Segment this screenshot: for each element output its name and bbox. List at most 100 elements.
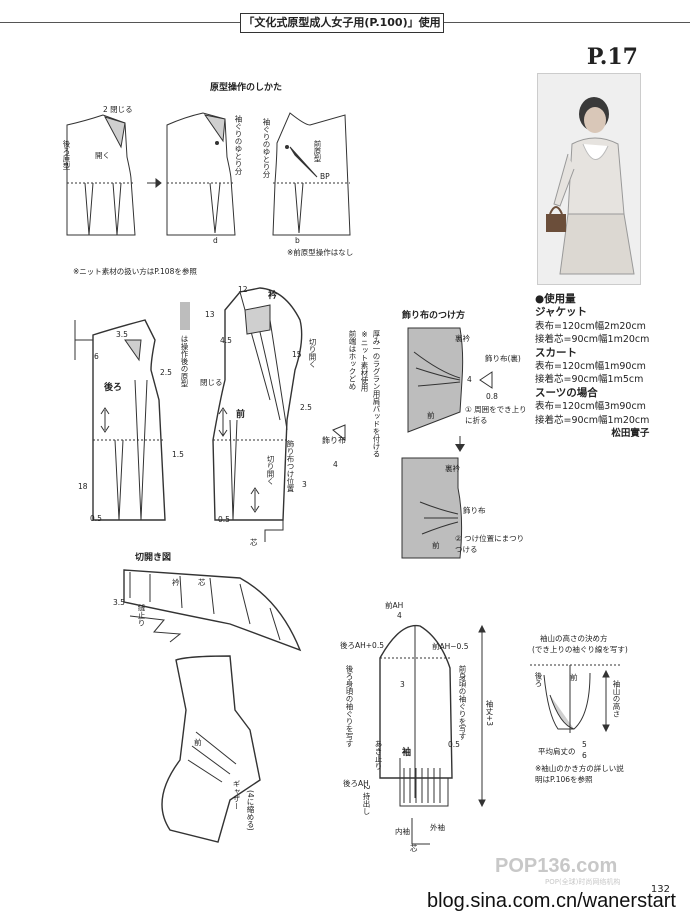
d4-to4: (4に縮める) [246, 790, 255, 831]
materials-j1: 表布=120cm幅2m20cm [535, 320, 646, 332]
legend-swatch [180, 302, 190, 330]
d3-front: 前 [427, 411, 435, 420]
d3-dim1: 4 [467, 375, 472, 384]
d1-d: d [213, 236, 218, 245]
diagram4-title: 切開き図 [135, 553, 172, 563]
model-photo [537, 73, 641, 285]
d2-back: 後ろ [104, 383, 123, 393]
d2-legend-text: は操作後の原型 [180, 335, 189, 388]
diagram1-title: 原型操作のしかた [210, 83, 283, 93]
d4-front: 前 [194, 738, 202, 747]
d4-gather: ギャザー [232, 780, 241, 810]
d4-dim: 3.5 [113, 598, 125, 607]
d1-front-proto: 前原型 [313, 140, 322, 163]
materials-jacket: ジャケット [535, 306, 587, 319]
d4-interfacing: 芯 [198, 578, 206, 587]
materials-s2: 接着芯=90cm幅1m5cm [535, 374, 644, 386]
d2-dim-c2: 2.5 [300, 403, 312, 412]
d2-front: 前 [236, 410, 246, 420]
d3-front-2: 前 [432, 541, 440, 550]
d1-armhole-ease-2: 袖ぐりのゆとり分 [262, 118, 271, 178]
d2-dim-f2: 0.5 [218, 515, 230, 524]
d5-back-ah: 後ろAH+0.5 [340, 641, 384, 650]
diagram3-title: 飾り布のつけ方 [402, 311, 466, 321]
footer-page-number: 132 [650, 884, 670, 895]
materials-heading: ●使用量 [535, 293, 576, 305]
d6-back: 後ろ [534, 672, 543, 687]
d2-interfacing: 芯 [250, 538, 258, 547]
materials-u1: 表布=120cm幅3m90cm [535, 401, 646, 413]
d3-deco-back: 飾り布(裏) [485, 354, 521, 363]
d6-frac-den: 6 [582, 751, 587, 760]
d1-b: b [295, 236, 300, 245]
materials-list: ●使用量 ジャケット 表布=120cm幅2m20cm 接着芯=90cm幅1m20… [535, 293, 649, 440]
d2-collar: 衿 [268, 291, 278, 301]
d1-close: 2 閉じる [103, 105, 133, 114]
d2-cut-open: 切り開く [308, 338, 317, 368]
materials-j2: 接着芯=90cm幅1m20cm [535, 334, 650, 346]
d3-facing: 裏衿 [455, 334, 470, 343]
d2-seam-note2: ※ニット素材使用 [360, 330, 369, 392]
d5-star-num: 前AH [385, 601, 404, 610]
d2-dim-a: 3.5 [116, 330, 128, 339]
diagram6-cap [530, 664, 620, 733]
d2-dim-n: 4 [333, 460, 338, 469]
materials-suit: スーツの場合 [535, 386, 598, 399]
diagram6-title: 袖山の高さの決め方 [540, 634, 608, 643]
d2-legend: は操作後の原型 [180, 335, 190, 390]
d3-deco: 飾り布 [463, 506, 486, 515]
footer-url: blog.sina.com.cn/wanerstart [426, 890, 676, 912]
d6-ref: ※袖山のかき方の詳しい説明はP.106を参照 [535, 764, 624, 784]
d2-seam-note1: 厚み一のラグラン用肩パッドを付ける [372, 330, 381, 458]
d5-v: 0.5 [448, 740, 460, 749]
d2-dim-m: 3 [302, 480, 307, 489]
diagram4-pattern [123, 569, 302, 843]
materials-s1: 表布=120cm幅1m90cm [535, 361, 646, 373]
d2-cut-open-2: 切り開く [266, 455, 275, 485]
d3-dim2: 0.8 [486, 392, 498, 401]
diagram1-pattern [66, 112, 351, 236]
d5-back-ah2: 後ろAH [343, 779, 369, 788]
d2-close: 閉じる [200, 378, 223, 387]
d4-collar: 衿 [172, 578, 180, 587]
d6-front: 前 [570, 673, 578, 682]
page-title: 「文化式原型成人女子用(P.100)」使用 [240, 13, 444, 33]
d4-seam: 縫止り [137, 604, 146, 627]
d2-dim-d: 1.5 [172, 450, 184, 459]
d1-armhole-ease: 袖ぐりのゆとり分 [234, 115, 243, 175]
d5-three: 3 [400, 680, 405, 689]
d5-front-ah: 前AH−0.5 [432, 642, 469, 651]
diagram2-pattern [74, 287, 346, 542]
author-name: 松田實子 [611, 428, 650, 440]
diagram6-subtitle: (でき上りの袖ぐり線を写す) [532, 645, 628, 654]
d5-under: 内袖 [395, 827, 410, 836]
d5-sleeve: 袖 [402, 748, 412, 758]
d2-dim-h: 12 [238, 285, 248, 294]
d5-outer: 外袖 [430, 823, 445, 832]
d2-dim-c: 2.5 [160, 368, 172, 377]
d2-dim-e: 18 [78, 482, 88, 491]
d1-back-proto: 後ろ原型 [62, 140, 71, 170]
d1-knit-note: ※ニット素材の扱い方はP.108を参照 [73, 267, 197, 276]
watermark-brand: POP136.com [495, 855, 618, 877]
d3-step1: ① 周囲をでき上りに折る [465, 405, 527, 425]
d5-fold: 2 持出し [362, 785, 371, 815]
d2-dim-j: 4.5 [220, 336, 232, 345]
d5-star-den: 4 [397, 611, 402, 620]
d1-b-note: ※前原型操作はなし [287, 248, 354, 257]
watermark-sub: POP(全球)时尚网络机构 [545, 878, 621, 886]
d2-dim-b: 6 [94, 352, 99, 361]
d6-avg: 平均肩丈の [538, 747, 576, 756]
d5-front-arm-note: 前身頃の袖ぐりを写す [458, 665, 467, 740]
page-number: P.17 [586, 44, 638, 70]
d1-bp: BP [320, 172, 330, 181]
diagram5-sleeve [379, 624, 486, 845]
materials-u2: 接着芯=90cm幅1m20cm [535, 414, 650, 426]
d2-seam-note3: 前端はホックどめ [348, 330, 357, 390]
d6-cap: 袖山の高さ [612, 680, 621, 718]
d3-step2: ② つけ位置にまつりつける [455, 534, 525, 554]
d2-deco-cloth: 飾り布 [322, 436, 346, 445]
materials-skirt: スカート [535, 346, 577, 359]
d5-slit: あき止り [374, 740, 383, 770]
d6-frac-num: 5 [582, 740, 587, 749]
